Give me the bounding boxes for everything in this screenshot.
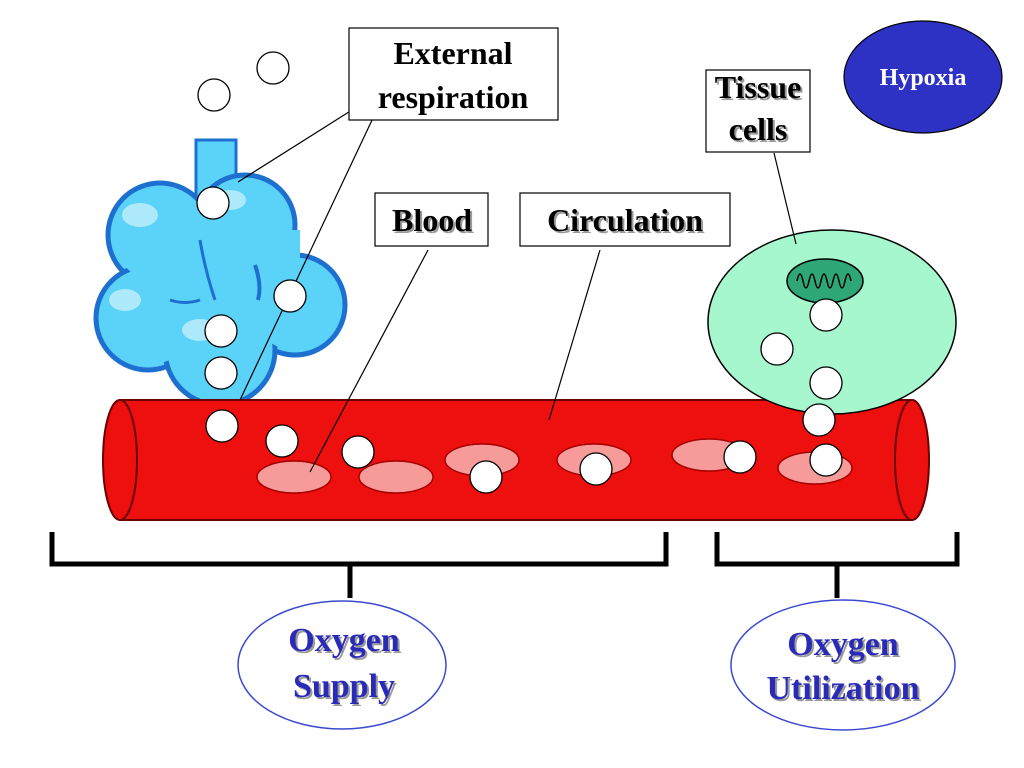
svg-text:Utilization: Utilization [769, 672, 922, 709]
svg-text:Oxygen: Oxygen [789, 628, 901, 665]
svg-text:Tissue: Tissue [715, 69, 802, 105]
oxygen-molecule-icon [196, 186, 230, 220]
oxygen-molecule-icon [204, 314, 238, 348]
external-respiration-label: External respiration [348, 27, 559, 121]
oxygen-molecule-icon [469, 460, 503, 494]
svg-text:Supply: Supply [293, 668, 395, 705]
oxygen-molecule-icon [809, 298, 843, 332]
svg-text:Circulation: Circulation [549, 204, 705, 240]
tissue-cells-label: Tissue Tissue cells cells [705, 69, 811, 153]
svg-text:Hypoxia: Hypoxia [880, 65, 967, 91]
oxygen-supply-bracket [49, 532, 669, 598]
svg-text:Oxygen: Oxygen [288, 622, 400, 659]
oxygen-molecule-icon [341, 435, 375, 469]
blood-label: Blood Blood [374, 192, 489, 247]
oxygen-molecule-icon [579, 452, 613, 486]
svg-text:Circulation: Circulation [547, 202, 703, 238]
svg-text:Oxygen: Oxygen [787, 626, 899, 663]
oxygen-utilization-bracket [714, 532, 960, 598]
mitochondrion-icon [786, 258, 864, 304]
oxygen-molecule-icon [809, 366, 843, 400]
oxygen-molecule-icon [723, 440, 757, 474]
oxygen-molecule-icon [760, 332, 794, 366]
svg-text:cells: cells [729, 111, 788, 147]
oxygen-molecule-icon [256, 51, 290, 85]
red-blood-cell-icon [358, 460, 434, 494]
oxygen-molecule-icon [273, 279, 307, 313]
svg-text:Blood: Blood [394, 204, 474, 240]
oxygen-molecule-icon [197, 78, 231, 112]
oxygen-molecule-icon [809, 443, 843, 477]
oxygen-molecule-icon [204, 356, 238, 390]
svg-text:External: External [393, 35, 512, 71]
svg-text:Blood: Blood [392, 202, 472, 238]
oxygen-molecule-icon [265, 424, 299, 458]
hypoxia-badge: Hypoxia [843, 20, 1003, 134]
svg-text:Supply: Supply [295, 670, 397, 707]
circulation-label: Circulation Circulation [519, 192, 731, 247]
svg-text:cells: cells [731, 113, 790, 149]
oxygen-molecule-icon [205, 409, 239, 443]
oxygen-molecule-icon [802, 403, 836, 437]
svg-text:Tissue: Tissue [717, 71, 804, 107]
svg-text:Oxygen: Oxygen [290, 624, 402, 661]
svg-text:Utilization: Utilization [767, 670, 920, 707]
oxygen-supply-oval: Oxygen Oxygen Supply Supply [237, 600, 447, 730]
svg-text:respiration: respiration [378, 79, 529, 115]
oxygen-utilization-oval: Oxygen Oxygen Utilization Utilization [730, 599, 956, 731]
red-blood-cell-icon [256, 460, 332, 494]
